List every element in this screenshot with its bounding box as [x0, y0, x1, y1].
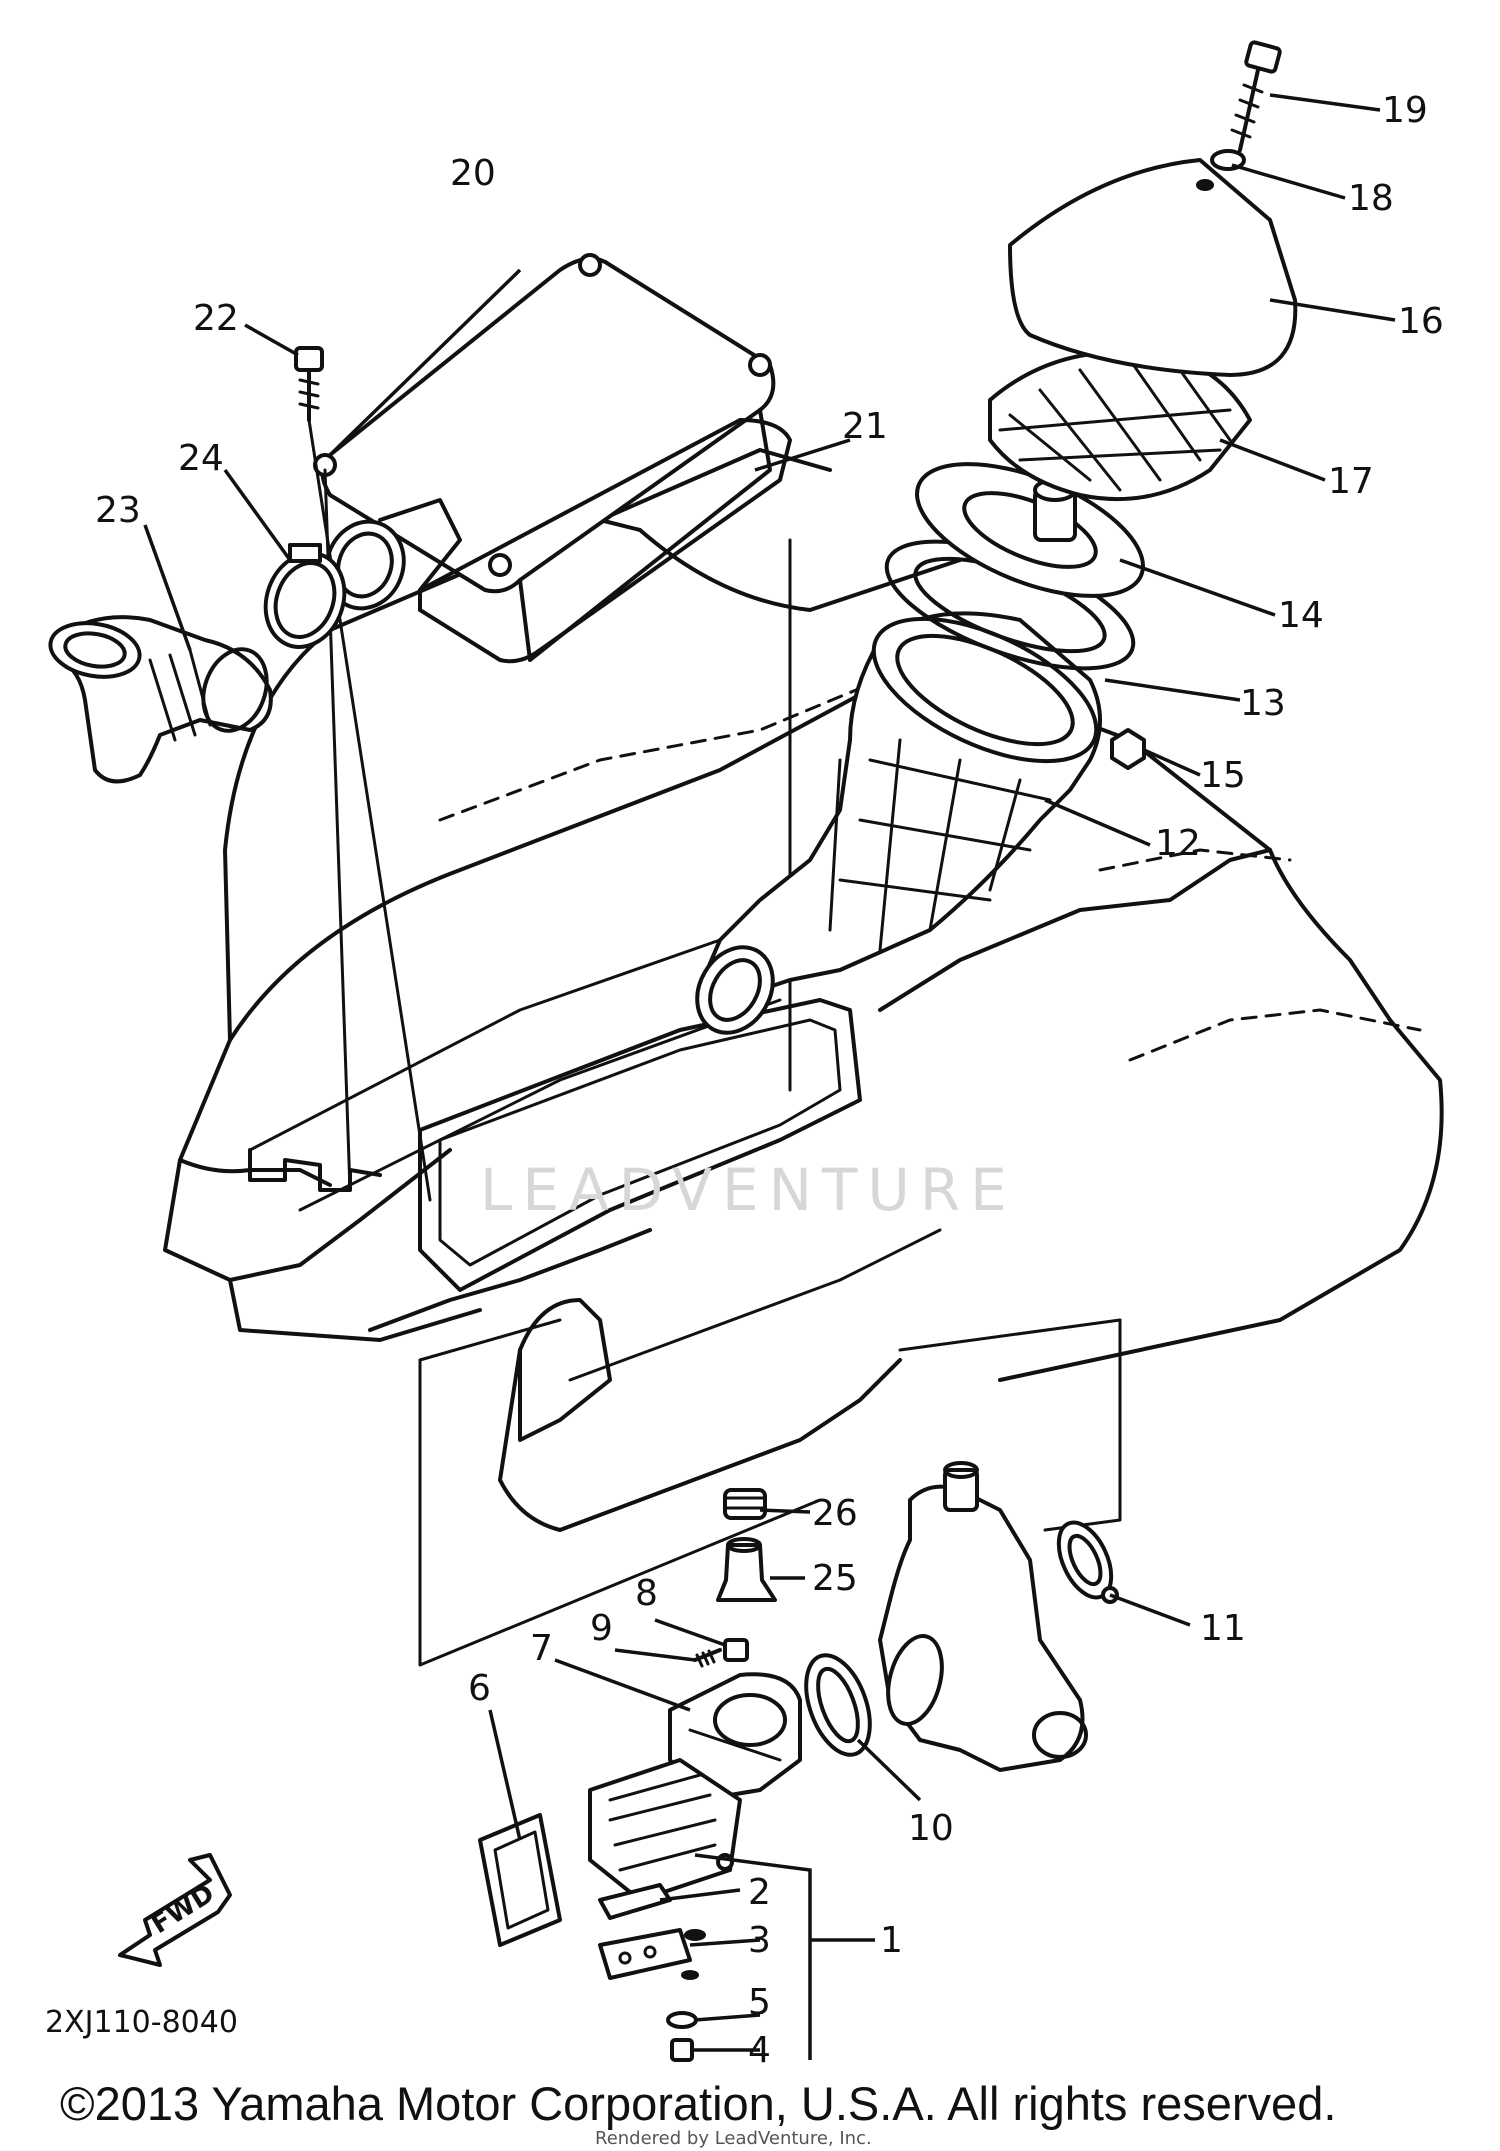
- intake-trumpet: [695, 611, 1102, 1035]
- hose-clamp: [263, 543, 347, 649]
- callout-25: 25: [812, 1558, 858, 1599]
- carburetor-flange: [1056, 1520, 1119, 1604]
- reed-small-washer: [681, 1929, 706, 1980]
- intake-duct-elbow: [48, 615, 273, 784]
- callout-11: 11: [1200, 1608, 1246, 1649]
- callout-1: 1: [880, 1920, 903, 1961]
- callout-22: 22: [193, 298, 239, 339]
- callout-9: 9: [590, 1608, 613, 1649]
- adjust-screw: [723, 1638, 749, 1662]
- callout-8: 8: [635, 1573, 658, 1614]
- callout-23: 23: [95, 490, 141, 531]
- callout-12: 12: [1155, 823, 1201, 864]
- callout-4: 4: [748, 2030, 771, 2071]
- reed-gasket: [478, 1813, 562, 1947]
- reed-petal: [598, 1928, 692, 1980]
- leader-lines: [143, 93, 1396, 2060]
- carburetor-group-boundary: [418, 1318, 1122, 1667]
- screw-spring: [693, 1648, 722, 1668]
- carburetor-clamp: [804, 1653, 872, 1757]
- vent-cap: [723, 1488, 767, 1520]
- callout-20: 20: [450, 153, 496, 194]
- watermark: LEADVENTURE: [480, 1156, 1017, 1224]
- filter-cover: [1008, 158, 1298, 377]
- callout-14: 14: [1278, 595, 1324, 636]
- reed-manifold: [668, 1672, 802, 1802]
- callout-16: 16: [1398, 301, 1444, 342]
- callout-17: 17: [1328, 461, 1374, 502]
- forward-arrow: FWD: [118, 1853, 232, 1967]
- callout-21: 21: [842, 406, 888, 447]
- filter-bolt: [1230, 40, 1282, 152]
- reed-washer: [666, 2011, 698, 2029]
- air-box-cover: [313, 253, 776, 662]
- callout-24: 24: [178, 438, 224, 479]
- callout-15: 15: [1200, 755, 1246, 796]
- reed-stopper-plate: [598, 1883, 672, 1920]
- callout-6: 6: [468, 1668, 491, 1709]
- callout-13: 13: [1240, 683, 1286, 724]
- callout-labels: 1 2 3 4 5 6 7 8 9 10 11 12 13 14 15 16 1…: [95, 90, 1444, 2071]
- nut: [1110, 728, 1146, 770]
- callout-7: 7: [530, 1628, 553, 1669]
- filter-cage: [988, 350, 1252, 502]
- callout-10: 10: [908, 1808, 954, 1849]
- callout-18: 18: [1348, 178, 1394, 219]
- reed-screw: [670, 2038, 694, 2062]
- copyright-notice: ©2013 Yamaha Motor Corporation, U.S.A. A…: [60, 2077, 1336, 2130]
- vent-fitting: [716, 1537, 777, 1602]
- callout-19: 19: [1382, 90, 1428, 131]
- callout-3: 3: [748, 1920, 771, 1961]
- air-box-tray: [368, 998, 942, 1532]
- callout-2: 2: [748, 1872, 771, 1913]
- cover-bolt: [294, 346, 432, 1202]
- part-code: 2XJ110-8040: [45, 2005, 238, 2040]
- callout-5: 5: [748, 1982, 771, 2023]
- render-credit: Rendered by LeadVenture, Inc.: [595, 2128, 872, 2149]
- callout-26: 26: [812, 1493, 858, 1534]
- cover-gasket: [418, 418, 792, 664]
- carburetor: [878, 1461, 1088, 1772]
